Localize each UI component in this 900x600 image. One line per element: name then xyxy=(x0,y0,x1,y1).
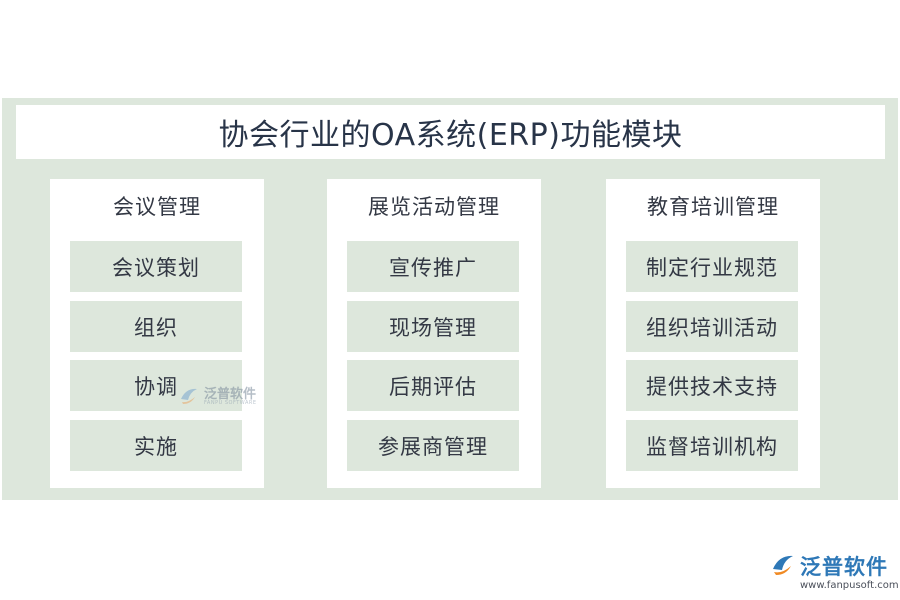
module-item: 实施 xyxy=(70,420,242,471)
watermark: 泛普软件 FANPU SOFTWARE xyxy=(178,384,257,410)
module-item: 后期评估 xyxy=(347,360,519,411)
title-bar: 协会行业的OA系统(ERP)功能模块 xyxy=(16,105,885,159)
watermark-subtitle: FANPU SOFTWARE xyxy=(204,400,257,406)
column-heading: 会议管理 xyxy=(113,195,201,219)
module-item: 参展商管理 xyxy=(347,420,519,471)
column-meeting-management: 会议管理 会议策划 组织 协调 实施 xyxy=(50,179,264,488)
column-heading: 教育培训管理 xyxy=(647,195,779,219)
module-item: 提供技术支持 xyxy=(626,360,798,411)
brand-url: www.fanpusoft.com xyxy=(800,580,899,591)
watermark-name: 泛普软件 xyxy=(204,387,257,402)
brand-name: 泛普软件 xyxy=(800,555,888,579)
column-exhibition-management: 展览活动管理 宣传推广 现场管理 后期评估 参展商管理 xyxy=(327,179,541,488)
module-item: 会议策划 xyxy=(70,241,242,292)
module-item: 组织培训活动 xyxy=(626,301,798,352)
brand-logo: 泛普软件 xyxy=(770,551,888,581)
module-item: 组织 xyxy=(70,301,242,352)
fanpu-logo-icon xyxy=(770,552,796,580)
column-heading: 展览活动管理 xyxy=(368,195,500,219)
module-item: 制定行业规范 xyxy=(626,241,798,292)
module-item: 现场管理 xyxy=(347,301,519,352)
diagram-title: 协会行业的OA系统(ERP)功能模块 xyxy=(218,118,683,153)
module-item: 宣传推广 xyxy=(347,241,519,292)
module-item: 监督培训机构 xyxy=(626,420,798,471)
column-education-training-management: 教育培训管理 制定行业规范 组织培训活动 提供技术支持 监督培训机构 xyxy=(606,179,820,488)
module-item: 协调 xyxy=(70,360,242,411)
fanpu-logo-icon xyxy=(178,384,200,410)
